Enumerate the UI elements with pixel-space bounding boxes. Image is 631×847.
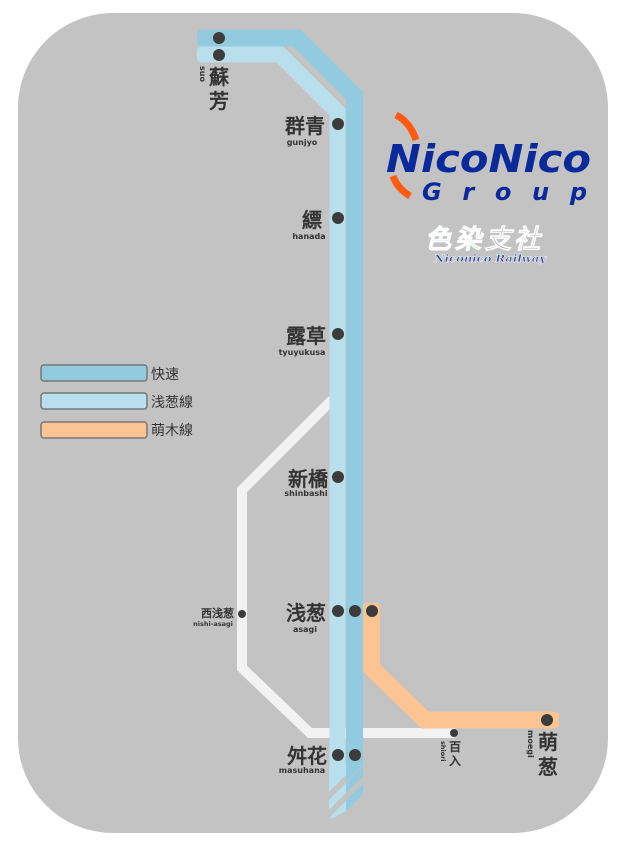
station-dot-asagi-local[interactable]: [332, 605, 344, 617]
station-suo[interactable]: 蘇 芳 suo: [198, 65, 229, 113]
station-dot-hanada[interactable]: [332, 212, 344, 224]
station-dot-masuhana-local[interactable]: [332, 749, 344, 761]
station-nishi-asagi-kanji: 西浅葱: [201, 606, 234, 620]
station-masuhana[interactable]: 舛花 masuhana: [279, 744, 327, 775]
station-shiori[interactable]: 百 入 shiori: [439, 740, 461, 768]
legend-item-moegi: 萌木線: [40, 421, 193, 439]
legend-swatch-asagi: [40, 392, 148, 410]
station-shinbashi-romaji: shinbashi: [284, 489, 327, 498]
station-hanada-romaji: hanada: [292, 232, 325, 241]
station-shiori-kanji-1: 百: [449, 740, 461, 754]
legend-swatch-moegi: [40, 421, 148, 439]
station-suo-kanji-2: 芳: [209, 89, 229, 113]
logo-kanji-1: 色: [425, 225, 452, 255]
station-shinbashi[interactable]: 新橋 shinbashi: [284, 467, 329, 498]
legend-label-moegi: 萌木線: [151, 423, 193, 439]
station-suo-kanji-1: 蘇: [208, 65, 229, 89]
station-dot-asagi-rapid[interactable]: [349, 605, 361, 617]
legend-swatch-rapid: [40, 364, 148, 382]
station-nishi-asagi[interactable]: 西浅葱 nishi-asagi: [193, 606, 234, 628]
asagi-line-cap: [197, 47, 207, 62]
station-moegi-kanji-2: 葱: [538, 755, 558, 779]
station-tyuyukusa[interactable]: 露草 tyuyukusa: [279, 324, 326, 357]
station-gunjyo-kanji: 群青: [284, 114, 325, 138]
station-dots: [213, 32, 553, 761]
station-asagi[interactable]: 浅葱 asagi: [286, 601, 326, 634]
station-dot-tyuyukusa[interactable]: [332, 328, 344, 340]
legend-label-rapid: 快速: [151, 367, 179, 383]
station-dot-masuhana-rapid[interactable]: [349, 749, 361, 761]
logo-kanji-2: 染: [455, 225, 484, 255]
station-dot-suo-asagi[interactable]: [213, 49, 225, 61]
logo-text-niconico: NicoNico: [386, 137, 591, 181]
station-asagi-kanji: 浅葱: [286, 601, 326, 625]
station-gunjyo[interactable]: 群青 gunjyo: [284, 114, 325, 147]
station-nishi-asagi-romaji: nishi-asagi: [193, 620, 233, 628]
station-moegi-romaji: moegi: [526, 730, 535, 758]
trunk-continuation-hatch: [329, 765, 363, 818]
niconico-group-logo: NicoNico G r o u p: [386, 111, 591, 206]
station-hanada-kanji: 縹: [302, 208, 322, 232]
station-hanada[interactable]: 縹 hanada: [292, 208, 325, 241]
station-gunjyo-romaji: gunjyo: [287, 138, 318, 147]
asagi-line[interactable]: [200, 46, 346, 766]
legend: 快速 浅葱線 萌木線: [40, 364, 193, 439]
station-shiori-romaji: shiori: [439, 741, 447, 762]
station-moegi[interactable]: 萌 葱 moegi: [526, 730, 558, 779]
legend-item-asagi: 浅葱線: [40, 392, 193, 411]
niconico-railway-logo: 色 染 支 社 Niconico Railway: [425, 225, 548, 266]
station-dot-gunjyo[interactable]: [332, 118, 344, 130]
station-shiori-kanji-2: 入: [449, 754, 461, 768]
station-masuhana-kanji: 舛花: [287, 744, 327, 768]
legend-label-asagi: 浅葱線: [151, 395, 193, 411]
logo-text-group: G r o u p: [422, 178, 587, 206]
legend-item-rapid: 快速: [40, 364, 179, 383]
station-dot-moegi[interactable]: [541, 714, 553, 726]
station-asagi-romaji: asagi: [293, 625, 317, 634]
station-moegi-kanji-1: 萌: [538, 730, 558, 754]
moegi-line[interactable]: [363, 606, 553, 729]
rapid-line[interactable]: [200, 29, 363, 765]
logo-subtitle: Niconico Railway: [433, 254, 548, 265]
logo-arc-top-icon: [394, 111, 420, 142]
station-dot-asagi-moegi[interactable]: [366, 605, 378, 617]
logo-arc-bottom-icon: [389, 174, 412, 199]
station-dot-suo-rapid[interactable]: [213, 32, 225, 44]
station-dot-shinbashi[interactable]: [332, 471, 344, 483]
logo-kanji-4: 社: [514, 225, 543, 255]
station-shinbashi-kanji: 新橋: [288, 467, 329, 491]
station-tyuyukusa-romaji: tyuyukusa: [279, 348, 326, 357]
station-masuhana-romaji: masuhana: [279, 766, 325, 775]
station-suo-romaji: suo: [198, 66, 207, 82]
station-tyuyukusa-kanji: 露草: [286, 324, 326, 348]
rapid-line-cap: [197, 30, 207, 46]
logo-kanji-3: 支: [485, 225, 515, 255]
station-dot-shiori[interactable]: [450, 729, 458, 737]
station-dot-nishi-asagi[interactable]: [238, 610, 246, 618]
